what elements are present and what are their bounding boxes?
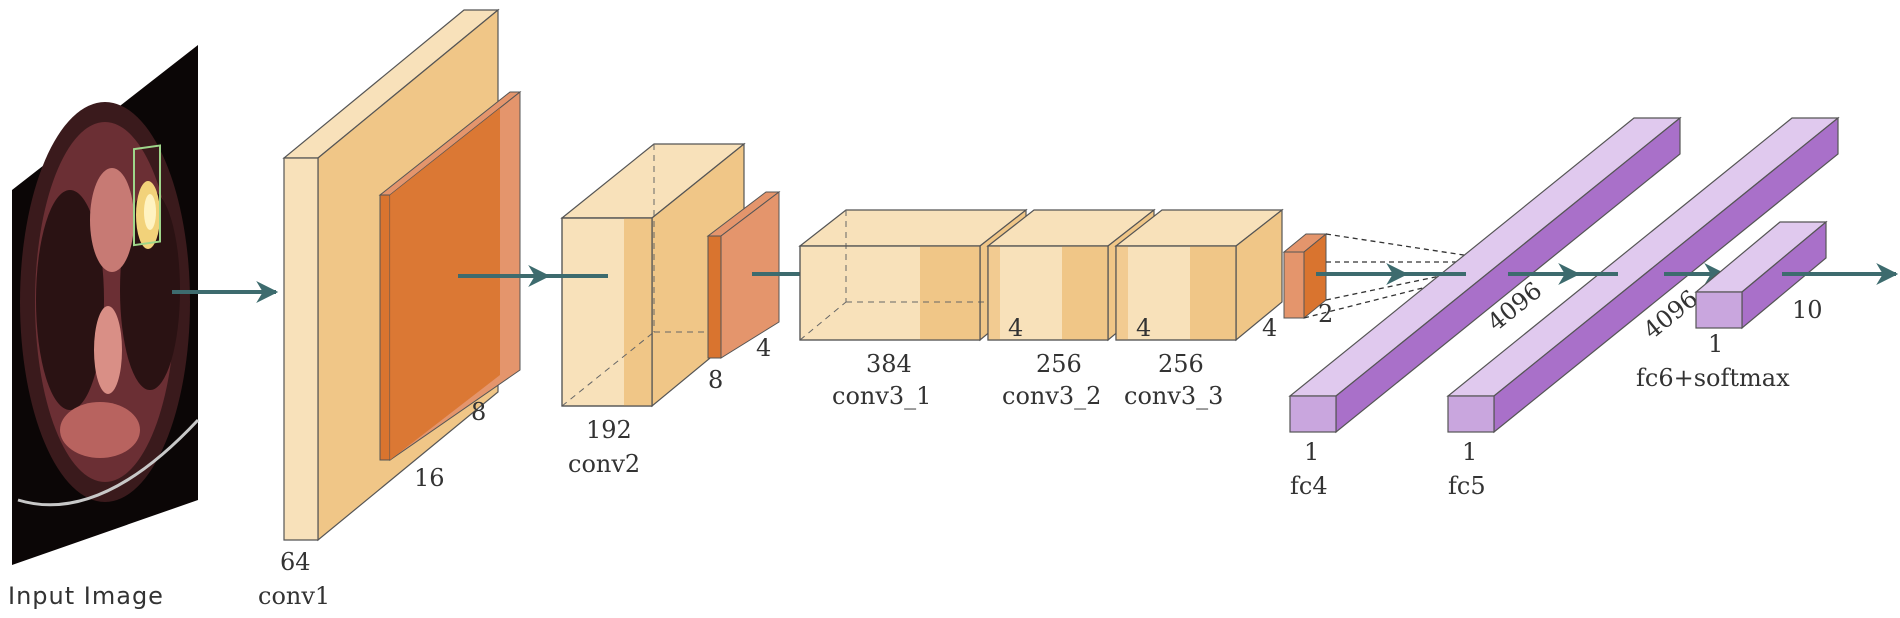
conv1-depth: 64 [280, 548, 311, 576]
conv3-3-label: conv3_3 [1124, 382, 1223, 410]
conv2-pool-depth: 4 [756, 334, 771, 362]
conv3-1-depth: 384 [866, 350, 912, 378]
conv3-1-label: conv3_1 [832, 382, 931, 410]
input-image-label: Input Image [8, 582, 164, 610]
input-image [12, 45, 200, 565]
conv2-feature-map [706, 190, 781, 359]
conv2-pool-width: 8 [708, 366, 723, 394]
fc6-depth: 1 [1708, 330, 1723, 358]
conv2-label: conv2 [568, 450, 640, 478]
conv3-3-depth: 256 [1158, 350, 1204, 378]
conv3-1-side: 4 [1262, 314, 1277, 342]
pool3-feature-map [1282, 232, 1328, 320]
conv3-2-side: 4 [1008, 314, 1023, 342]
fc6-length: 10 [1792, 296, 1823, 324]
fc5-depth: 1 [1462, 438, 1477, 466]
fc4-label: fc4 [1290, 472, 1328, 500]
conv1-feature-map [378, 90, 522, 461]
conv3-3-block [1114, 208, 1284, 342]
conv3-2-label: conv3_2 [1002, 382, 1101, 410]
conv1-feature-width: 16 [414, 464, 445, 492]
conv1-feature-depth: 8 [471, 398, 486, 426]
pool3-size: 2 [1318, 300, 1333, 328]
fc5-label: fc5 [1448, 472, 1486, 500]
fc4-depth: 1 [1304, 438, 1319, 466]
conv3-3-side: 4 [1136, 314, 1151, 342]
fc6-label: fc6+softmax [1636, 364, 1790, 392]
conv3-2-depth: 256 [1036, 350, 1082, 378]
conv1-label: conv1 [258, 582, 330, 610]
conv2-depth: 192 [586, 416, 632, 444]
